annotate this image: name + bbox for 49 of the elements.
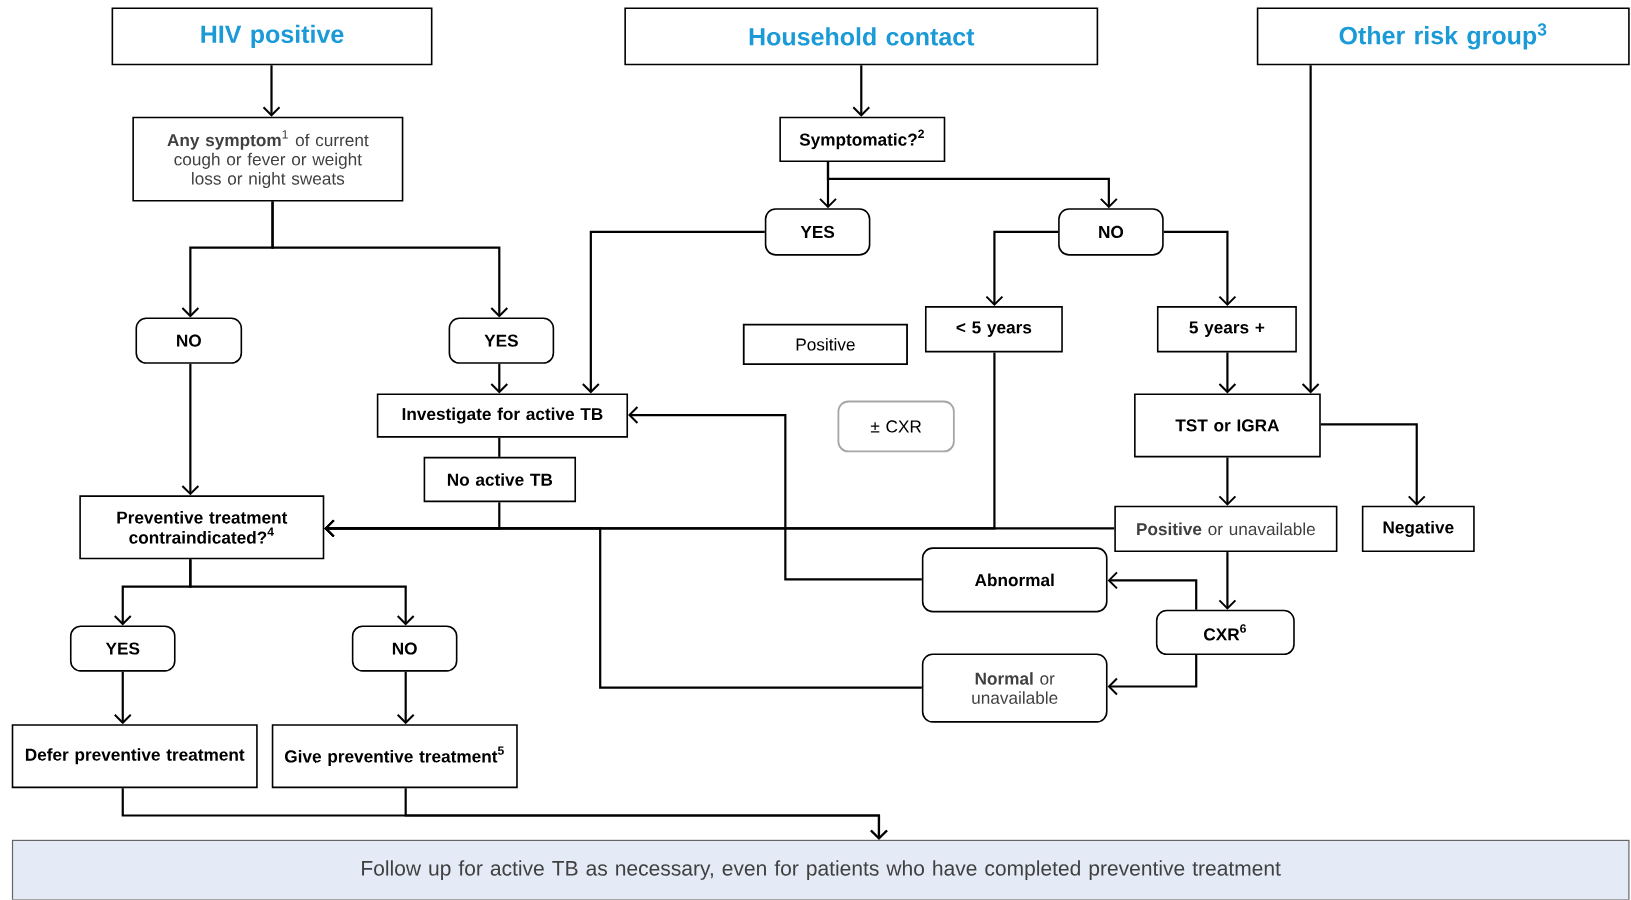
arrow — [581, 231, 765, 394]
header-box: Other risk group$^{3}$ — [1256, 7, 1630, 66]
process-box: < 5 years — [924, 306, 1063, 353]
header-box: HIV positive — [111, 7, 433, 66]
header-box: Household contact — [624, 7, 1099, 66]
result-box: Positive — [742, 323, 908, 366]
decision-box: YES — [448, 317, 555, 364]
arrow — [181, 363, 200, 496]
process-box: Investigate for active TB — [376, 393, 629, 438]
arrow — [396, 671, 415, 725]
decision-box: NO — [135, 317, 243, 364]
arrow — [271, 201, 509, 318]
process-box: TST or IGRA — [1134, 393, 1321, 458]
decision-box: NO — [1058, 208, 1164, 256]
arrow — [1107, 655, 1198, 696]
decision-box: Abnormal — [921, 547, 1108, 613]
decision-box: YES — [69, 625, 176, 672]
arrow — [1163, 231, 1237, 307]
process-box: Symptomatic?$^{2}$ — [779, 116, 946, 163]
process-box: Defer preventive treatment — [11, 724, 258, 789]
arrow — [490, 363, 509, 394]
arrow — [1320, 423, 1426, 506]
process-box: 5 years + — [1156, 306, 1297, 353]
arrow — [404, 788, 888, 840]
arrow — [189, 559, 415, 626]
arrow — [324, 519, 922, 689]
footer-band: Follow up for active TB as necessary, even for patients who have completed preventive treatment — [11, 840, 1630, 900]
process-box: Give preventive treatment$^{5}$ — [271, 724, 518, 789]
arrow — [985, 231, 1059, 307]
arrow — [826, 162, 1118, 209]
process-box: Negative — [1361, 505, 1475, 553]
process-box: Preventive treatment contraindicated?$^{4}$ — [79, 495, 325, 560]
decision-box: NO — [351, 625, 458, 672]
arrow — [1218, 457, 1237, 506]
decision-box: Normal or unavailable — [921, 653, 1108, 723]
arrow — [1301, 65, 1320, 394]
process-box: Positive or unavailable — [1114, 505, 1338, 553]
process-box: Any symptom$^{1}$ of current cough or fever or weight loss or night sweats — [132, 116, 404, 202]
arrow — [628, 406, 922, 581]
note-box: ± CXR — [837, 400, 955, 453]
arrow — [852, 65, 871, 117]
decision-box: YES — [764, 208, 871, 256]
arrow — [1218, 352, 1237, 394]
arrow — [1107, 571, 1198, 610]
process-box: No active TB — [423, 457, 577, 503]
arrow — [262, 65, 281, 117]
arrow — [1218, 552, 1237, 610]
decision-box: CXR$^{6}$ — [1155, 609, 1295, 656]
arrow — [113, 671, 132, 725]
